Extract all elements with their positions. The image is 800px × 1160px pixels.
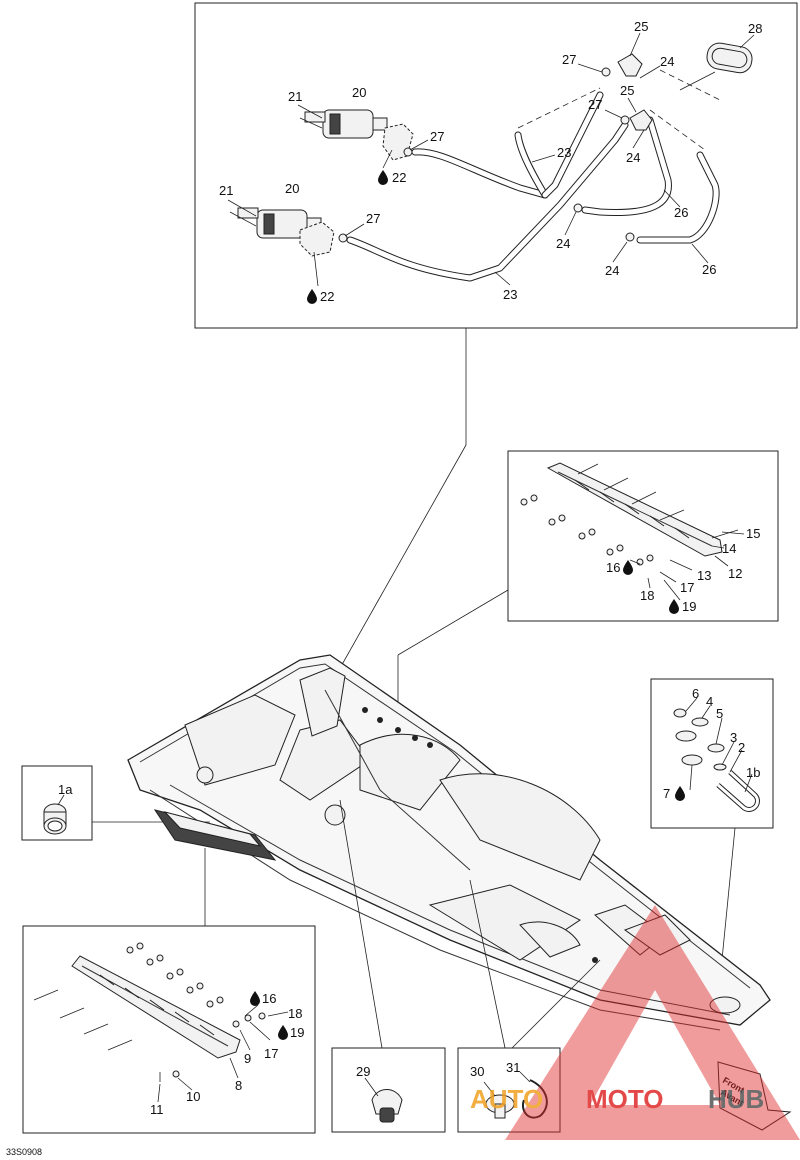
callout-17: 17 [264,1046,278,1061]
callout-31: 31 [506,1060,520,1075]
adhesive-drop-icon [378,170,388,185]
watercraft-hull [127,654,771,1031]
callout-16: 16 [262,991,276,1006]
lower-sponson-detail-box: 16 18 19 17 9 8 10 11 [22,925,316,1134]
upper-fitting-assembly [297,104,549,199]
callout-27: 27 [588,97,602,112]
callout-3: 3 [730,730,737,745]
callout-30: 30 [470,1064,484,1079]
callout-18: 18 [288,1006,302,1021]
sleeve-detail-box: 1a [21,765,93,841]
callout-19: 19 [682,599,696,614]
callout-5: 5 [716,706,723,721]
callout-20: 20 [352,85,366,100]
lower-fitting-assembly [227,121,629,282]
adhesive-drop-icon [250,991,260,1006]
watermark-moto: MOTO [586,1084,664,1114]
callout-24: 24 [660,54,674,69]
adhesive-drop-icon [669,599,679,614]
vent-cap [706,42,753,74]
callout-27: 27 [366,211,380,226]
callout-24: 24 [556,236,570,251]
callout-12: 12 [728,566,742,581]
callout-14: 14 [722,541,736,556]
callout-26: 26 [702,262,716,277]
callout-13: 13 [697,568,711,583]
callout-26: 26 [674,205,688,220]
adhesive-drop-icon [307,289,317,304]
automotohub-watermark: AUTO MOTO HUB [470,905,800,1140]
sponson-detail-box: 15 14 12 13 16 17 18 19 [507,450,779,622]
reference-code: 33S0908 [6,1147,42,1157]
rivet-tie-detail-box: 30 31 [457,1047,561,1133]
callout-23: 23 [557,145,571,160]
fastener-set [33,942,266,1082]
clip-detail-box: 29 [331,1047,446,1133]
callout-18: 18 [640,588,654,603]
front-direction-arrow: Front Avant [717,1061,792,1131]
callout-17: 17 [680,580,694,595]
callout-16: 16 [606,560,620,575]
callout-25: 25 [620,83,634,98]
callout-24: 24 [605,263,619,278]
adhesive-drop-icon [623,560,633,575]
hose-clamp-detail-box: 6 4 5 3 2 1b 7 [650,678,774,829]
hose-detail-box: 25 28 27 24 25 27 24 23 26 24 26 24 23 2… [194,2,798,329]
callout-23: 23 [503,287,517,302]
callout-22: 22 [392,170,406,185]
callout-1b: 1b [746,765,760,780]
callout-11: 11 [150,1102,164,1117]
callout-20: 20 [285,181,299,196]
callout-24: 24 [626,150,640,165]
adhesive-drop-icon [675,786,685,801]
callout-27: 27 [562,52,576,67]
callout-10: 10 [186,1089,200,1104]
callout-8: 8 [235,1078,242,1093]
adhesive-drop-icon [278,1025,288,1040]
callout-25: 25 [634,19,648,34]
callout-21: 21 [288,89,302,104]
watermark-hub: HUB [708,1084,764,1114]
callout-2: 2 [738,740,745,755]
watermark-auto: AUTO [470,1084,543,1114]
callout-22: 22 [320,289,334,304]
callout-19: 19 [290,1025,304,1040]
callout-27: 27 [430,129,444,144]
callout-7: 7 [663,786,670,801]
callout-15: 15 [746,526,760,541]
callout-9: 9 [244,1051,251,1066]
callout-4: 4 [706,694,713,709]
callout-6: 6 [692,686,699,701]
callout-21: 21 [219,183,233,198]
callout-1a: 1a [58,782,73,797]
callout-28: 28 [748,21,762,36]
callout-29: 29 [356,1064,370,1079]
